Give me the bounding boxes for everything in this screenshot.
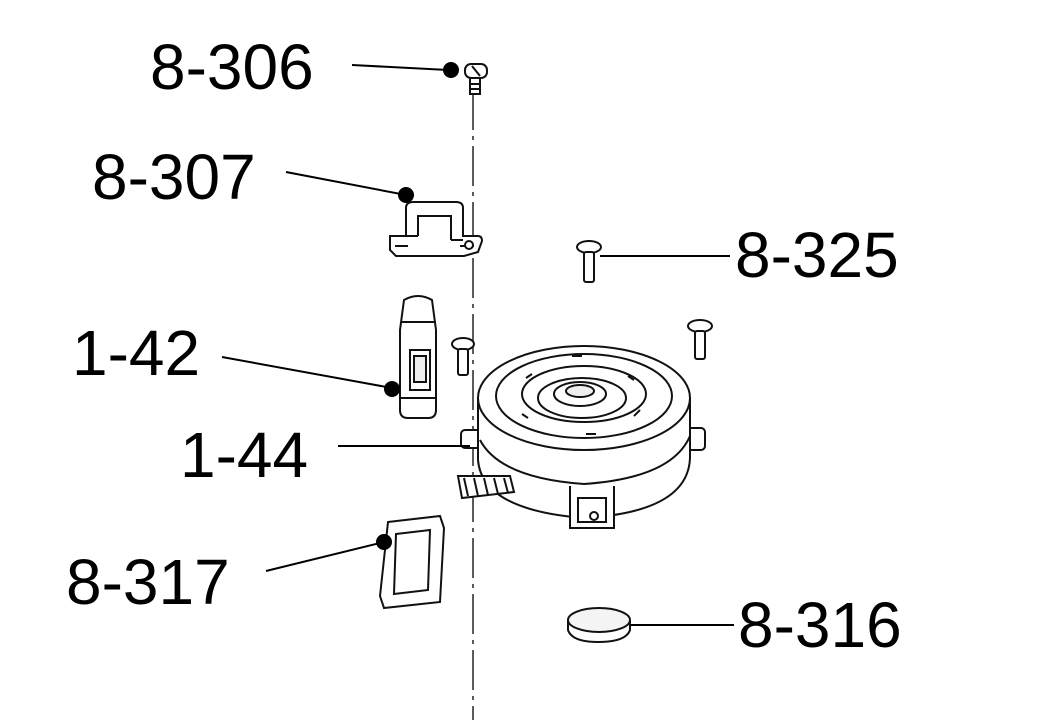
dot-8-307 [398,187,414,203]
part-screw-left [451,337,475,376]
part-button-disc [567,607,631,644]
leader-8-307 [285,171,407,196]
part-screw-right-upper [576,240,602,283]
leader-8-317 [265,541,385,572]
dot-8-317 [376,534,392,550]
callout-label-8-317: 8-317 [66,546,230,618]
dot-8-306 [443,62,459,78]
part-screw-top [464,63,488,95]
part-motor-housing [456,345,706,529]
dot-1-42 [384,381,400,397]
part-screw-right-lower [687,319,713,360]
part-switch-block [399,295,437,419]
callout-label-8-325: 8-325 [735,219,899,291]
leader-lines [221,64,734,626]
callout-label-8-306: 8-306 [150,31,314,103]
leader-dots [376,62,459,550]
part-filter-pad [378,514,446,610]
leader-8-306 [351,64,449,71]
part-bracket [389,201,484,257]
leader-1-42 [221,356,393,389]
callout-label-8-307: 8-307 [92,141,256,213]
callout-label-1-42: 1-42 [72,317,200,389]
callout-label-8-316: 8-316 [738,589,902,661]
callout-label-1-44: 1-44 [180,419,308,491]
